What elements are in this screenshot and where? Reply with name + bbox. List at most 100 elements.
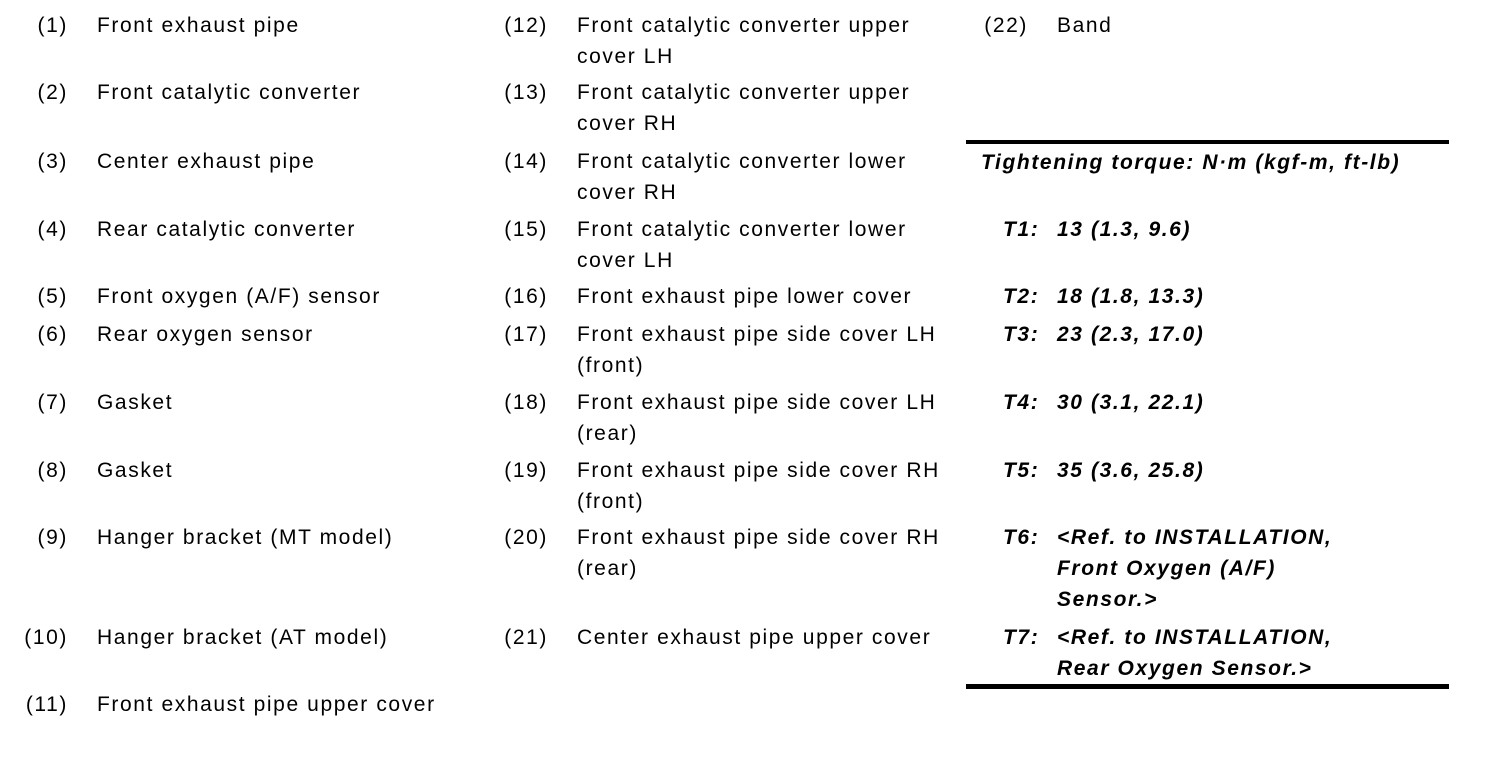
torque-value: 13 (1.3, 9.6) [1057,214,1191,245]
torque-entry: T2: 18 (1.8, 13.3) [1003,281,1204,312]
torque-entry: T6: <Ref. to INSTALLATION, Front Oxygen … [1003,522,1332,615]
torque-id: T2: [1003,285,1040,308]
part-label: Front exhaust pipe upper cover [97,689,436,720]
part-number: (18) [504,391,548,414]
part-label: Front exhaust pipe side cover LH (front) [577,319,936,381]
part-label-line: Front catalytic converter lower [577,218,907,241]
part-number: (1) [37,14,68,37]
part-number: (20) [504,526,548,549]
part-item: (18) Front exhaust pipe side cover LH (r… [480,387,936,449]
part-label-line: Hanger bracket (MT model) [97,526,394,549]
torque-id: T1: [1003,218,1040,241]
part-item: (7) Gasket [0,387,173,418]
part-label-line: Center exhaust pipe [97,150,316,173]
part-item: (11) Front exhaust pipe upper cover [0,689,436,720]
part-label: Gasket [97,455,173,486]
part-item: (21) Center exhaust pipe upper cover [480,622,931,653]
part-label-line: Gasket [97,459,174,482]
part-item: (3) Center exhaust pipe [0,146,315,177]
part-label-line: Front catalytic converter upper [577,14,911,37]
part-label-line: Gasket [97,391,174,414]
part-item: (19) Front exhaust pipe side cover RH (f… [480,455,940,517]
torque-id: T5: [1003,459,1040,482]
torque-value-line: 13 (1.3, 9.6) [1057,218,1192,241]
torque-value-line: Front Oxygen (A/F) [1057,557,1276,580]
torque-value-line: Sensor.> [1057,588,1158,611]
part-label-line: Center exhaust pipe upper cover [577,626,932,649]
part-label-line: Hanger bracket (AT model) [97,626,389,649]
part-number: (4) [37,218,68,241]
part-number: (3) [37,150,68,173]
part-label-line: (front) [577,354,645,377]
part-label-line: Front catalytic converter upper [577,81,911,104]
part-label-line: Front oxygen (A/F) sensor [97,285,381,308]
part-number: (14) [504,150,548,173]
torque-rule-top [966,140,1449,144]
torque-value-line: <Ref. to INSTALLATION, [1057,526,1333,549]
part-item: (10) Hanger bracket (AT model) [0,622,388,653]
part-item: (17) Front exhaust pipe side cover LH (f… [480,319,936,381]
part-label-line: cover RH [577,112,678,135]
torque-value-line: 23 (2.3, 17.0) [1057,323,1205,346]
part-label-line: (rear) [577,422,638,445]
part-label-line: Front catalytic converter [97,81,362,104]
torque-entry: T7: <Ref. to INSTALLATION, Rear Oxygen S… [1003,622,1332,684]
torque-id: T7: [1003,626,1040,649]
part-label: Gasket [97,387,173,418]
torque-id: T6: [1003,526,1040,549]
part-label: Hanger bracket (MT model) [97,522,393,553]
part-label-line: Rear oxygen sensor [97,323,314,346]
part-number: (17) [504,323,548,346]
part-label-line: cover LH [577,45,674,68]
torque-entry: T3: 23 (2.3, 17.0) [1003,319,1204,350]
part-label: Front catalytic converter lower cover LH [577,214,907,276]
torque-value-line: 35 (3.6, 25.8) [1057,459,1205,482]
part-number: (9) [37,526,68,549]
part-label: Front catalytic converter [97,77,361,108]
part-label: Front catalytic converter lower cover RH [577,146,907,208]
part-number: (10) [24,626,68,649]
part-number: (8) [37,459,68,482]
part-label: Front catalytic converter upper cover LH [577,10,910,72]
part-item: (22) Band [960,10,1112,41]
torque-value-line: <Ref. to INSTALLATION, [1057,626,1333,649]
part-number: (12) [504,14,548,37]
part-number: (6) [37,323,68,346]
part-item: (6) Rear oxygen sensor [0,319,314,350]
part-label-line: Front exhaust pipe side cover LH [577,323,937,346]
part-label: Band [1057,10,1112,41]
part-label: Front exhaust pipe [97,10,300,41]
part-label-line: Front exhaust pipe side cover RH [577,459,940,482]
torque-value: 18 (1.8, 13.3) [1057,281,1204,312]
torque-value: 23 (2.3, 17.0) [1057,319,1204,350]
part-item: (14) Front catalytic converter lower cov… [480,146,907,208]
torque-entry: T5: 35 (3.6, 25.8) [1003,455,1204,486]
part-number: (22) [984,14,1028,37]
part-label: Front exhaust pipe side cover RH (rear) [577,522,940,584]
part-item: (2) Front catalytic converter [0,77,361,108]
part-item: (20) Front exhaust pipe side cover RH (r… [480,522,940,584]
part-item: (9) Hanger bracket (MT model) [0,522,393,553]
part-item: (12) Front catalytic converter upper cov… [480,10,910,72]
part-label: Center exhaust pipe [97,146,315,177]
torque-entry: T4: 30 (3.1, 22.1) [1003,387,1204,418]
part-number: (5) [37,285,68,308]
part-label: Rear oxygen sensor [97,319,314,350]
part-number: (7) [37,391,68,414]
part-label-line: Front exhaust pipe [97,14,300,37]
part-label-line: cover LH [577,249,674,272]
part-item: (4) Rear catalytic converter [0,214,356,245]
part-item: (16) Front exhaust pipe lower cover [480,281,912,312]
part-label: Front oxygen (A/F) sensor [97,281,381,312]
part-label-line: (front) [577,490,645,513]
torque-id: T3: [1003,323,1040,346]
part-item: (5) Front oxygen (A/F) sensor [0,281,381,312]
part-label: Front exhaust pipe side cover LH (rear) [577,387,936,449]
part-label-line: Front exhaust pipe upper cover [97,693,436,716]
torque-value-line: 30 (3.1, 22.1) [1057,391,1205,414]
part-label-line: Band [1057,14,1113,37]
part-item: (1) Front exhaust pipe [0,10,300,41]
part-number: (2) [37,81,68,104]
part-number: (21) [504,626,548,649]
